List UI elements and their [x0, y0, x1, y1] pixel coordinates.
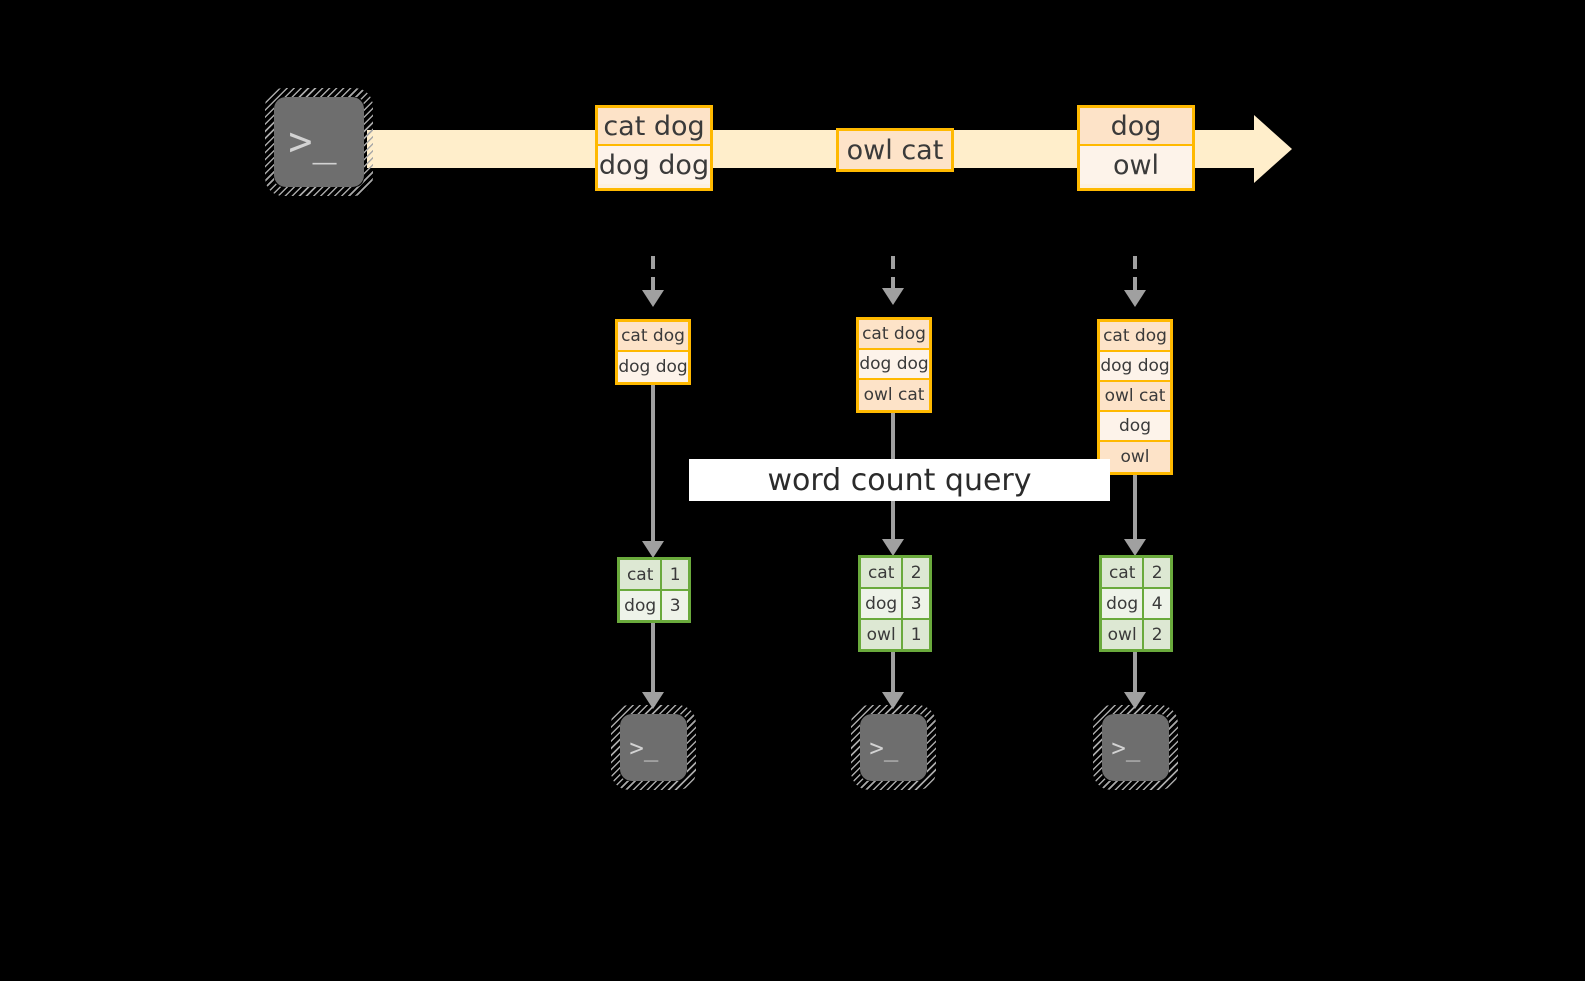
- snapshot-2-result-table[interactable]: cat 2 dog 3 owl 1: [858, 555, 932, 652]
- table-cell-count: 2: [1144, 558, 1170, 587]
- snapshot-1-query-connector: [651, 385, 655, 545]
- query-label-band: word count query: [689, 459, 1110, 501]
- stream-event-group-3[interactable]: dog owl: [1077, 105, 1195, 191]
- snapshot-3-sink-terminal-icon[interactable]: >_: [1093, 705, 1178, 790]
- snapshot-input-row: owl cat: [1100, 382, 1170, 412]
- stream-arrowhead-icon: [1254, 115, 1292, 183]
- snapshot-2-input-box[interactable]: cat dog dog dog owl cat: [856, 317, 932, 413]
- terminal-prompt-glyph: >_: [869, 733, 899, 762]
- snapshot-1-query-arrowhead-icon: [642, 541, 664, 558]
- table-row: cat 2: [1102, 558, 1170, 589]
- snapshot-input-row: owl cat: [859, 380, 929, 410]
- table-cell-word: cat: [620, 560, 663, 589]
- snapshot-1-sink-terminal-icon[interactable]: >_: [611, 705, 696, 790]
- table-row: dog 3: [861, 589, 929, 620]
- snapshot-2-query-arrowhead-icon: [882, 539, 904, 556]
- table-cell-count: 2: [903, 558, 929, 587]
- stream-event-group-1[interactable]: cat dog dog dog: [595, 105, 713, 191]
- table-cell-word: owl: [1102, 620, 1145, 649]
- query-label-text: word count query: [767, 462, 1032, 498]
- table-row: owl 1: [861, 620, 929, 649]
- table-cell-word: owl: [861, 620, 904, 649]
- snapshot-input-row: owl: [1100, 442, 1170, 472]
- table-cell-word: cat: [861, 558, 904, 587]
- table-cell-count: 2: [1144, 620, 1170, 649]
- snapshot-3-sink-arrowhead-icon: [1124, 692, 1146, 709]
- snapshot-3-input-box[interactable]: cat dog dog dog owl cat dog owl: [1097, 319, 1173, 475]
- snapshot-2-tap-connector: [891, 256, 895, 292]
- snapshot-2-tap-arrowhead-icon: [882, 288, 904, 305]
- table-cell-word: dog: [1102, 589, 1145, 618]
- snapshot-input-row: dog dog: [618, 352, 688, 382]
- snapshot-input-row: dog: [1100, 412, 1170, 442]
- snapshot-input-row: cat dog: [618, 322, 688, 352]
- terminal-prompt-glyph: >_: [1111, 733, 1141, 762]
- table-cell-count: 1: [903, 620, 929, 649]
- table-row: cat 2: [861, 558, 929, 589]
- snapshot-1-sink-connector: [651, 623, 655, 695]
- stream-event-row: dog dog: [598, 146, 710, 184]
- terminal-prompt-glyph: >_: [629, 733, 659, 762]
- table-cell-count: 1: [662, 560, 688, 589]
- snapshot-2-sink-terminal-icon[interactable]: >_: [851, 705, 936, 790]
- terminal-prompt-glyph: >_: [288, 119, 337, 165]
- stream-event-row: owl: [1080, 146, 1192, 184]
- table-row: dog 3: [620, 591, 688, 620]
- table-cell-count: 4: [1144, 589, 1170, 618]
- stream-event-group-2[interactable]: owl cat: [836, 128, 954, 172]
- table-cell-word: dog: [861, 589, 904, 618]
- snapshot-1-input-box[interactable]: cat dog dog dog: [615, 319, 691, 385]
- stream-event-row: dog: [1080, 108, 1192, 146]
- snapshot-1-tap-connector: [651, 256, 655, 294]
- stream-event-row: owl cat: [839, 131, 951, 169]
- snapshot-2-sink-connector: [891, 652, 895, 695]
- table-row: owl 2: [1102, 620, 1170, 649]
- table-row: cat 1: [620, 560, 688, 591]
- snapshot-3-query-arrowhead-icon: [1124, 539, 1146, 556]
- source-terminal-icon[interactable]: >_: [265, 88, 373, 196]
- table-cell-count: 3: [662, 591, 688, 620]
- snapshot-3-sink-connector: [1133, 652, 1137, 695]
- snapshot-1-tap-arrowhead-icon: [642, 290, 664, 307]
- table-cell-word: cat: [1102, 558, 1145, 587]
- snapshot-input-row: dog dog: [1100, 352, 1170, 382]
- snapshot-3-query-connector: [1133, 475, 1137, 543]
- snapshot-2-sink-arrowhead-icon: [882, 692, 904, 709]
- snapshot-3-tap-connector: [1133, 256, 1137, 294]
- table-cell-count: 3: [903, 589, 929, 618]
- stream-event-row: cat dog: [598, 108, 710, 146]
- snapshot-1-result-table[interactable]: cat 1 dog 3: [617, 557, 691, 623]
- snapshot-1-sink-arrowhead-icon: [642, 692, 664, 709]
- table-cell-word: dog: [620, 591, 663, 620]
- snapshot-3-result-table[interactable]: cat 2 dog 4 owl 2: [1099, 555, 1173, 652]
- snapshot-3-tap-arrowhead-icon: [1124, 290, 1146, 307]
- snapshot-input-row: cat dog: [1100, 322, 1170, 352]
- snapshot-input-row: cat dog: [859, 320, 929, 350]
- table-row: dog 4: [1102, 589, 1170, 620]
- snapshot-input-row: dog dog: [859, 350, 929, 380]
